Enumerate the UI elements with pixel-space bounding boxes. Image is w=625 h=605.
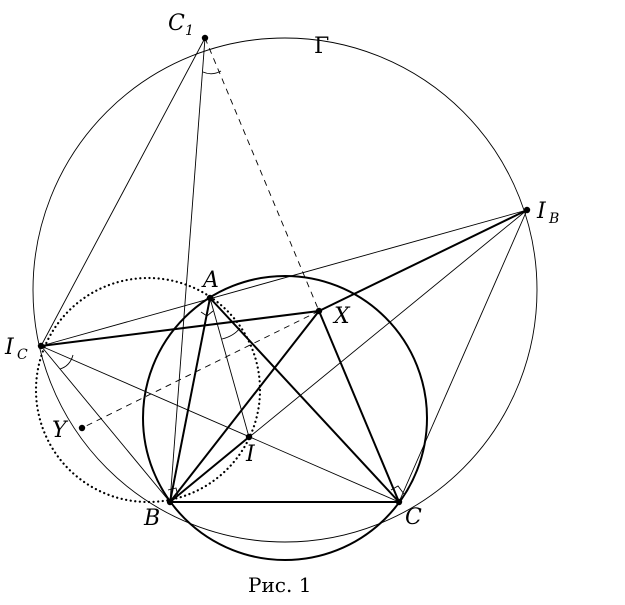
line-ib-c [398, 209, 528, 503]
line-ic-ib [40, 209, 528, 347]
dotted-circle [34, 276, 262, 504]
segment-x-ib [318, 209, 528, 312]
segment-x-c [318, 310, 400, 503]
angle-mark-b [167, 487, 179, 497]
angle-mark-a2 [200, 310, 214, 317]
figure-caption: Рис. 1 [248, 573, 311, 597]
angle-mark-ic [59, 354, 74, 370]
label-a: A [201, 268, 219, 293]
label-y: Y [52, 418, 69, 443]
line-c1-b [169, 37, 206, 503]
label-ib-sub: B [548, 211, 559, 227]
angle-mark-c1 [202, 70, 222, 75]
point-x [315, 307, 323, 315]
label-b: B [143, 506, 160, 531]
label-c: C [405, 505, 422, 530]
line-a-i [209, 297, 250, 438]
line-ic-b [40, 345, 171, 503]
label-x: X [332, 304, 351, 329]
dashed-x-y [81, 310, 320, 429]
point-i [245, 433, 253, 441]
segment-ac [209, 297, 400, 503]
circle-gamma [32, 37, 538, 543]
point-c1 [201, 34, 209, 42]
label-ic: I [4, 335, 15, 360]
label-ic-sub: C [17, 347, 28, 363]
segment-b-i [169, 436, 250, 503]
point-c [395, 498, 403, 506]
line-ic-c [40, 345, 400, 503]
point-a [206, 294, 214, 302]
point-ic [37, 342, 45, 350]
circumcircle-abc [142, 275, 428, 561]
point-y [78, 424, 86, 432]
segment-ic-x [40, 310, 320, 347]
point-ib [523, 206, 531, 214]
point-b [166, 498, 174, 506]
dashed-c1-x [204, 37, 320, 312]
angle-mark-c [390, 485, 405, 495]
label-c1-sub: 1 [185, 23, 194, 39]
label-ib: I [536, 199, 547, 224]
label-c1: C [168, 11, 185, 36]
segment-ab [169, 297, 211, 503]
line-c1-ic [40, 37, 206, 347]
segment-b-x [169, 310, 320, 503]
label-i: I [245, 442, 256, 467]
angle-mark-a [221, 327, 241, 340]
label-gamma: Γ [314, 34, 329, 59]
